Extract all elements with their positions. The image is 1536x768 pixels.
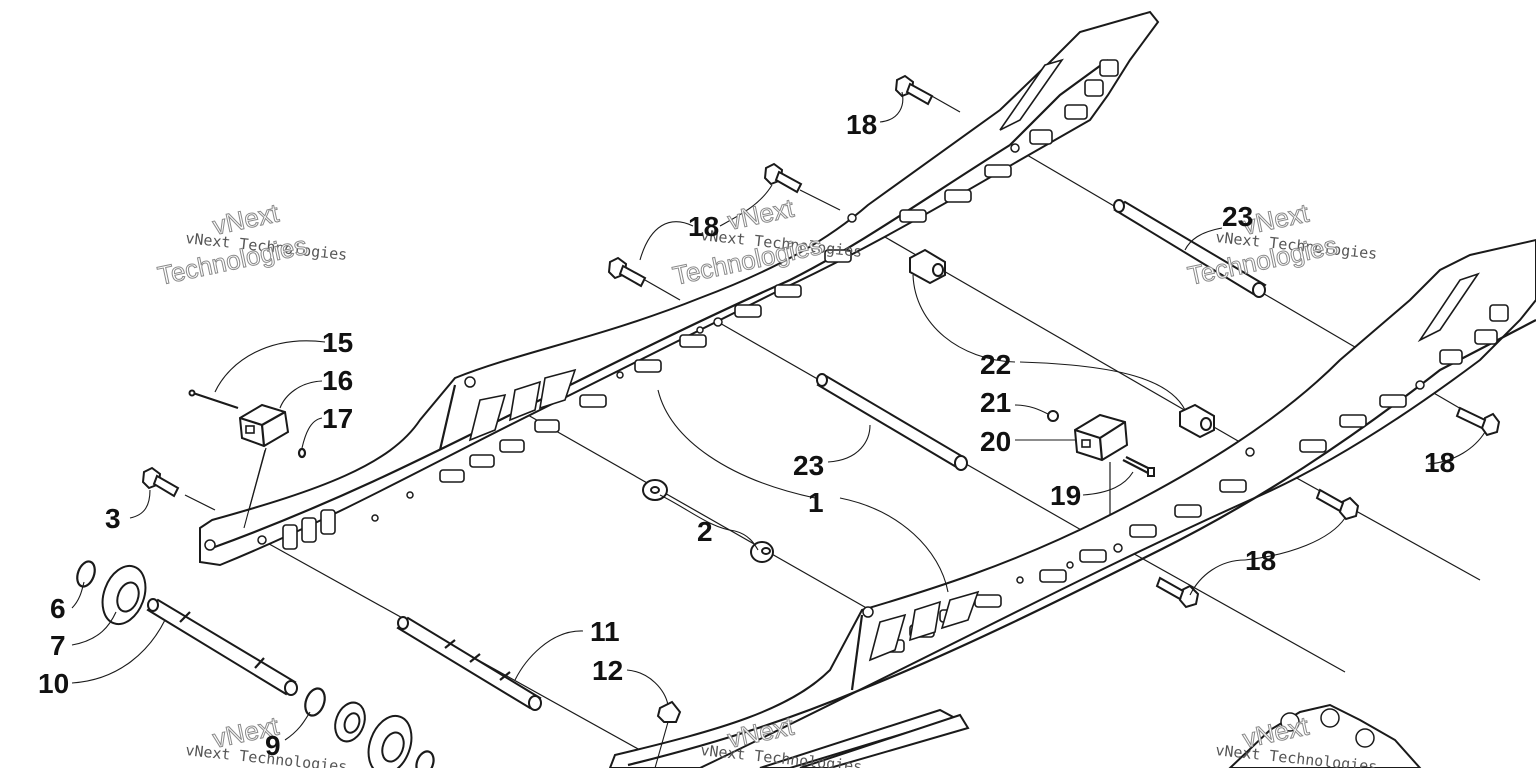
spacer-22-lower — [1179, 403, 1215, 439]
snap-ring-9 — [304, 687, 326, 717]
bolt-19 — [1122, 456, 1155, 477]
bolt-18-right-lower — [1315, 488, 1360, 521]
stopper-block-20 — [1073, 413, 1129, 462]
bearing-7 — [101, 564, 147, 626]
callout-7: 7 — [50, 630, 66, 661]
callout-11: 11 — [590, 616, 620, 647]
callout-22: 22 — [980, 349, 1011, 380]
watermark-top-left: vNext vNext Technologies Technologies — [155, 197, 349, 291]
callout-17: 17 — [322, 403, 353, 434]
callout-6: 6 — [50, 593, 66, 624]
bolt-18-bottom — [1155, 576, 1200, 609]
lower-rail-fragments — [759, 703, 1422, 768]
callout-21: 21 — [980, 387, 1011, 418]
watermark-top-right: vNext vNext Technologies Technologies — [1185, 197, 1379, 291]
callout-1: 1 — [808, 487, 824, 518]
callout-23-lower: 23 — [793, 450, 824, 481]
callout-18-mid: 18 — [688, 211, 719, 242]
bolt-3 — [141, 466, 180, 498]
spacer-22-upper — [909, 248, 946, 285]
pin-15 — [188, 389, 239, 410]
callout-10: 10 — [38, 668, 69, 699]
cross-shaft-11 — [396, 616, 542, 711]
right-slide-rail — [608, 238, 1536, 768]
callout-2: 2 — [697, 516, 713, 547]
callout-labels: 15 16 17 3 6 7 10 9 11 12 2 1 23 22 21 2… — [38, 109, 1455, 761]
cross-shaft-23-upper — [1113, 199, 1267, 298]
callout-18-right: 18 — [1424, 447, 1455, 478]
clip-17 — [297, 447, 307, 459]
callout-20: 20 — [980, 426, 1011, 457]
axle-shaft-10 — [146, 598, 298, 696]
callout-19: 19 — [1050, 480, 1081, 511]
nut-21 — [1047, 410, 1059, 422]
left-slide-rail — [199, 10, 1160, 567]
callout-12: 12 — [592, 655, 623, 686]
cross-shaft-23-lower — [816, 373, 968, 471]
bolt-18-upper-mid — [763, 162, 803, 194]
callout-16: 16 — [322, 365, 353, 396]
bolt-18-lower-mid — [607, 256, 647, 288]
watermark-bottom-center: vNext vNext Technologies — [700, 710, 864, 768]
callout-3: 3 — [105, 503, 121, 534]
callout-23-upper: 23 — [1222, 201, 1253, 232]
nut-12 — [656, 700, 682, 723]
bolt-18-right — [1455, 406, 1501, 437]
leader-lines — [71, 91, 1486, 768]
bolt-18-top — [894, 74, 934, 106]
callout-18-top: 18 — [846, 109, 877, 140]
snap-ring-6 — [76, 560, 96, 588]
callout-18-bottom: 18 — [1245, 545, 1276, 576]
callout-15: 15 — [322, 327, 353, 358]
bearing-pair — [334, 701, 435, 768]
stopper-block-16 — [238, 403, 290, 448]
callout-9: 9 — [265, 730, 281, 761]
